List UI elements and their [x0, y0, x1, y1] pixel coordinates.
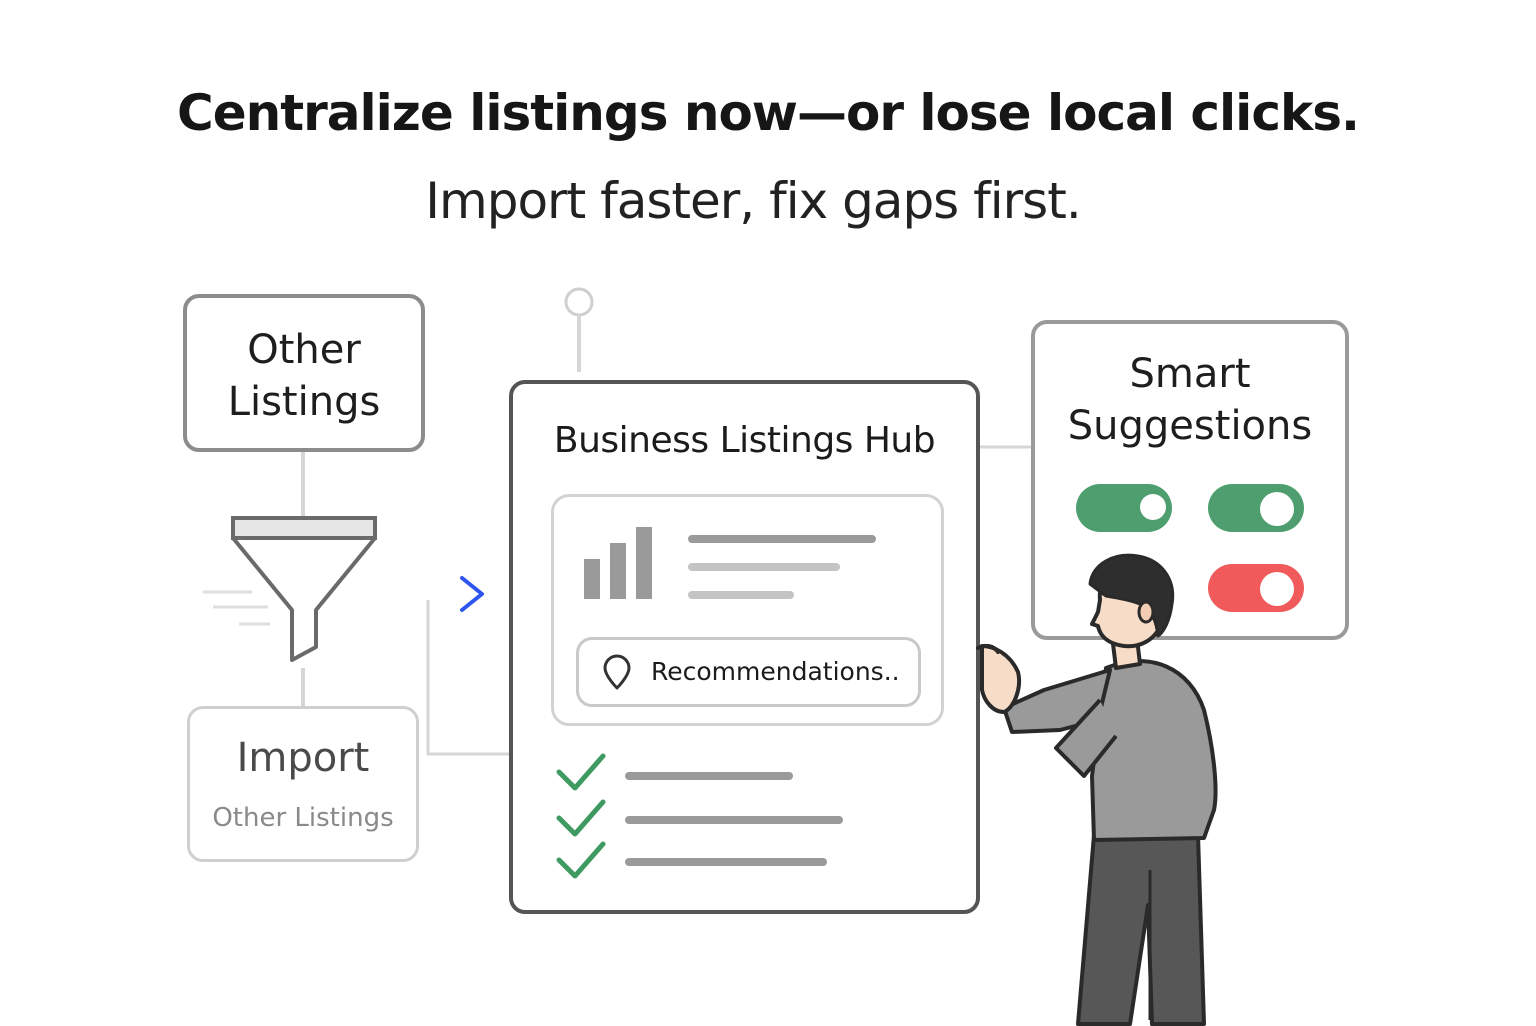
recommendations-label: Recommendations..: [651, 657, 900, 686]
check-icon: [556, 799, 606, 837]
recommendations-button[interactable]: Recommendations..: [576, 637, 921, 707]
listing-summary-card: Recommendations..: [551, 494, 944, 726]
hub-title: Business Listings Hub: [553, 420, 936, 461]
toggle-knob: [1260, 572, 1294, 606]
smart-suggestions-line1: Smart: [1129, 351, 1251, 397]
suggestion-toggle-2[interactable]: [1208, 484, 1304, 532]
toggle-knob: [1140, 494, 1166, 520]
smart-suggestions-panel: Smart Suggestions: [1031, 320, 1349, 640]
funnel-icon: [231, 516, 377, 662]
business-listings-hub-panel: Business Listings Hub Recommendations..: [509, 380, 980, 914]
import-title: Import: [236, 735, 370, 781]
person-pointing-illustration: [976, 553, 1218, 1026]
other-listings-line2: Listings: [227, 379, 381, 425]
smart-suggestions-label: Smart Suggestions: [1035, 348, 1345, 452]
checklist: [556, 753, 843, 879]
location-pin-icon: [603, 654, 631, 690]
other-listings-line1: Other: [247, 327, 361, 373]
suggestion-toggle-3[interactable]: [1208, 564, 1304, 612]
other-listings-label: Other Listings: [187, 324, 421, 428]
import-other-listings-button[interactable]: Import Other Listings: [187, 706, 419, 862]
toggle-knob: [1260, 492, 1294, 526]
suggestion-toggle-1[interactable]: [1076, 484, 1172, 532]
bar-chart-icon: [584, 527, 652, 599]
headline: Centralize listings now—or lose local cl…: [177, 84, 1360, 142]
import-arrow-icon: [348, 576, 484, 612]
summary-text-lines: [688, 535, 876, 599]
subheadline: Import faster, fix gaps first.: [425, 172, 1081, 230]
import-subtitle: Other Listings: [212, 803, 394, 833]
other-listings-card: Other Listings: [183, 294, 425, 452]
check-icon: [556, 841, 606, 879]
check-icon: [556, 753, 606, 791]
smart-suggestions-line2: Suggestions: [1067, 403, 1313, 449]
